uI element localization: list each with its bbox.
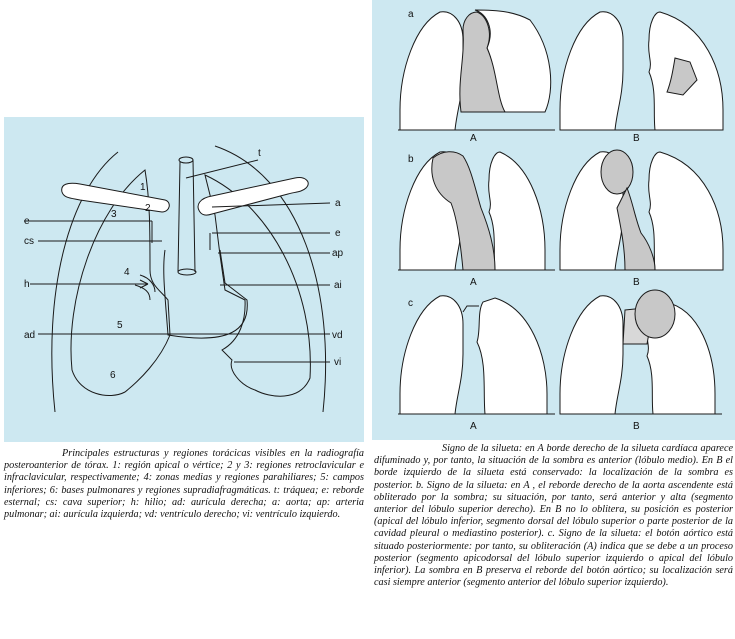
row-c-shadow-B — [635, 290, 675, 338]
row-c-diagram-B — [560, 290, 715, 414]
right-figure-caption: Signo de la silueta: en A borde derecho … — [374, 443, 733, 589]
col-label-c-A: A — [470, 421, 477, 432]
row-b-diagram-B — [560, 150, 723, 270]
row-a-diagram-A — [400, 10, 551, 130]
left-figure-caption: Principales estructuras y regiones torác… — [4, 448, 364, 521]
row-c-diagram-A — [400, 296, 547, 414]
row-b-diagram-A — [400, 152, 545, 270]
col-label-a-B: B — [633, 133, 640, 144]
row-b-shadow-B-apex — [601, 150, 633, 194]
left-caption-text: Principales estructuras y regiones torác… — [4, 448, 364, 520]
right-caption-text: Signo de la silueta: en A borde derecho … — [374, 443, 733, 588]
row-label-a: a — [408, 9, 414, 20]
row-a — [400, 10, 723, 130]
row-label-b: b — [408, 154, 414, 165]
row-b-shadow-B — [617, 188, 655, 270]
col-label-b-B: B — [633, 277, 640, 288]
row-label-c: c — [408, 298, 413, 309]
row-c — [400, 290, 715, 414]
col-label-a-A: A — [470, 133, 477, 144]
col-label-b-A: A — [470, 277, 477, 288]
row-a-diagram-B — [560, 12, 723, 130]
row-b — [400, 150, 723, 270]
col-label-c-B: B — [633, 421, 640, 432]
